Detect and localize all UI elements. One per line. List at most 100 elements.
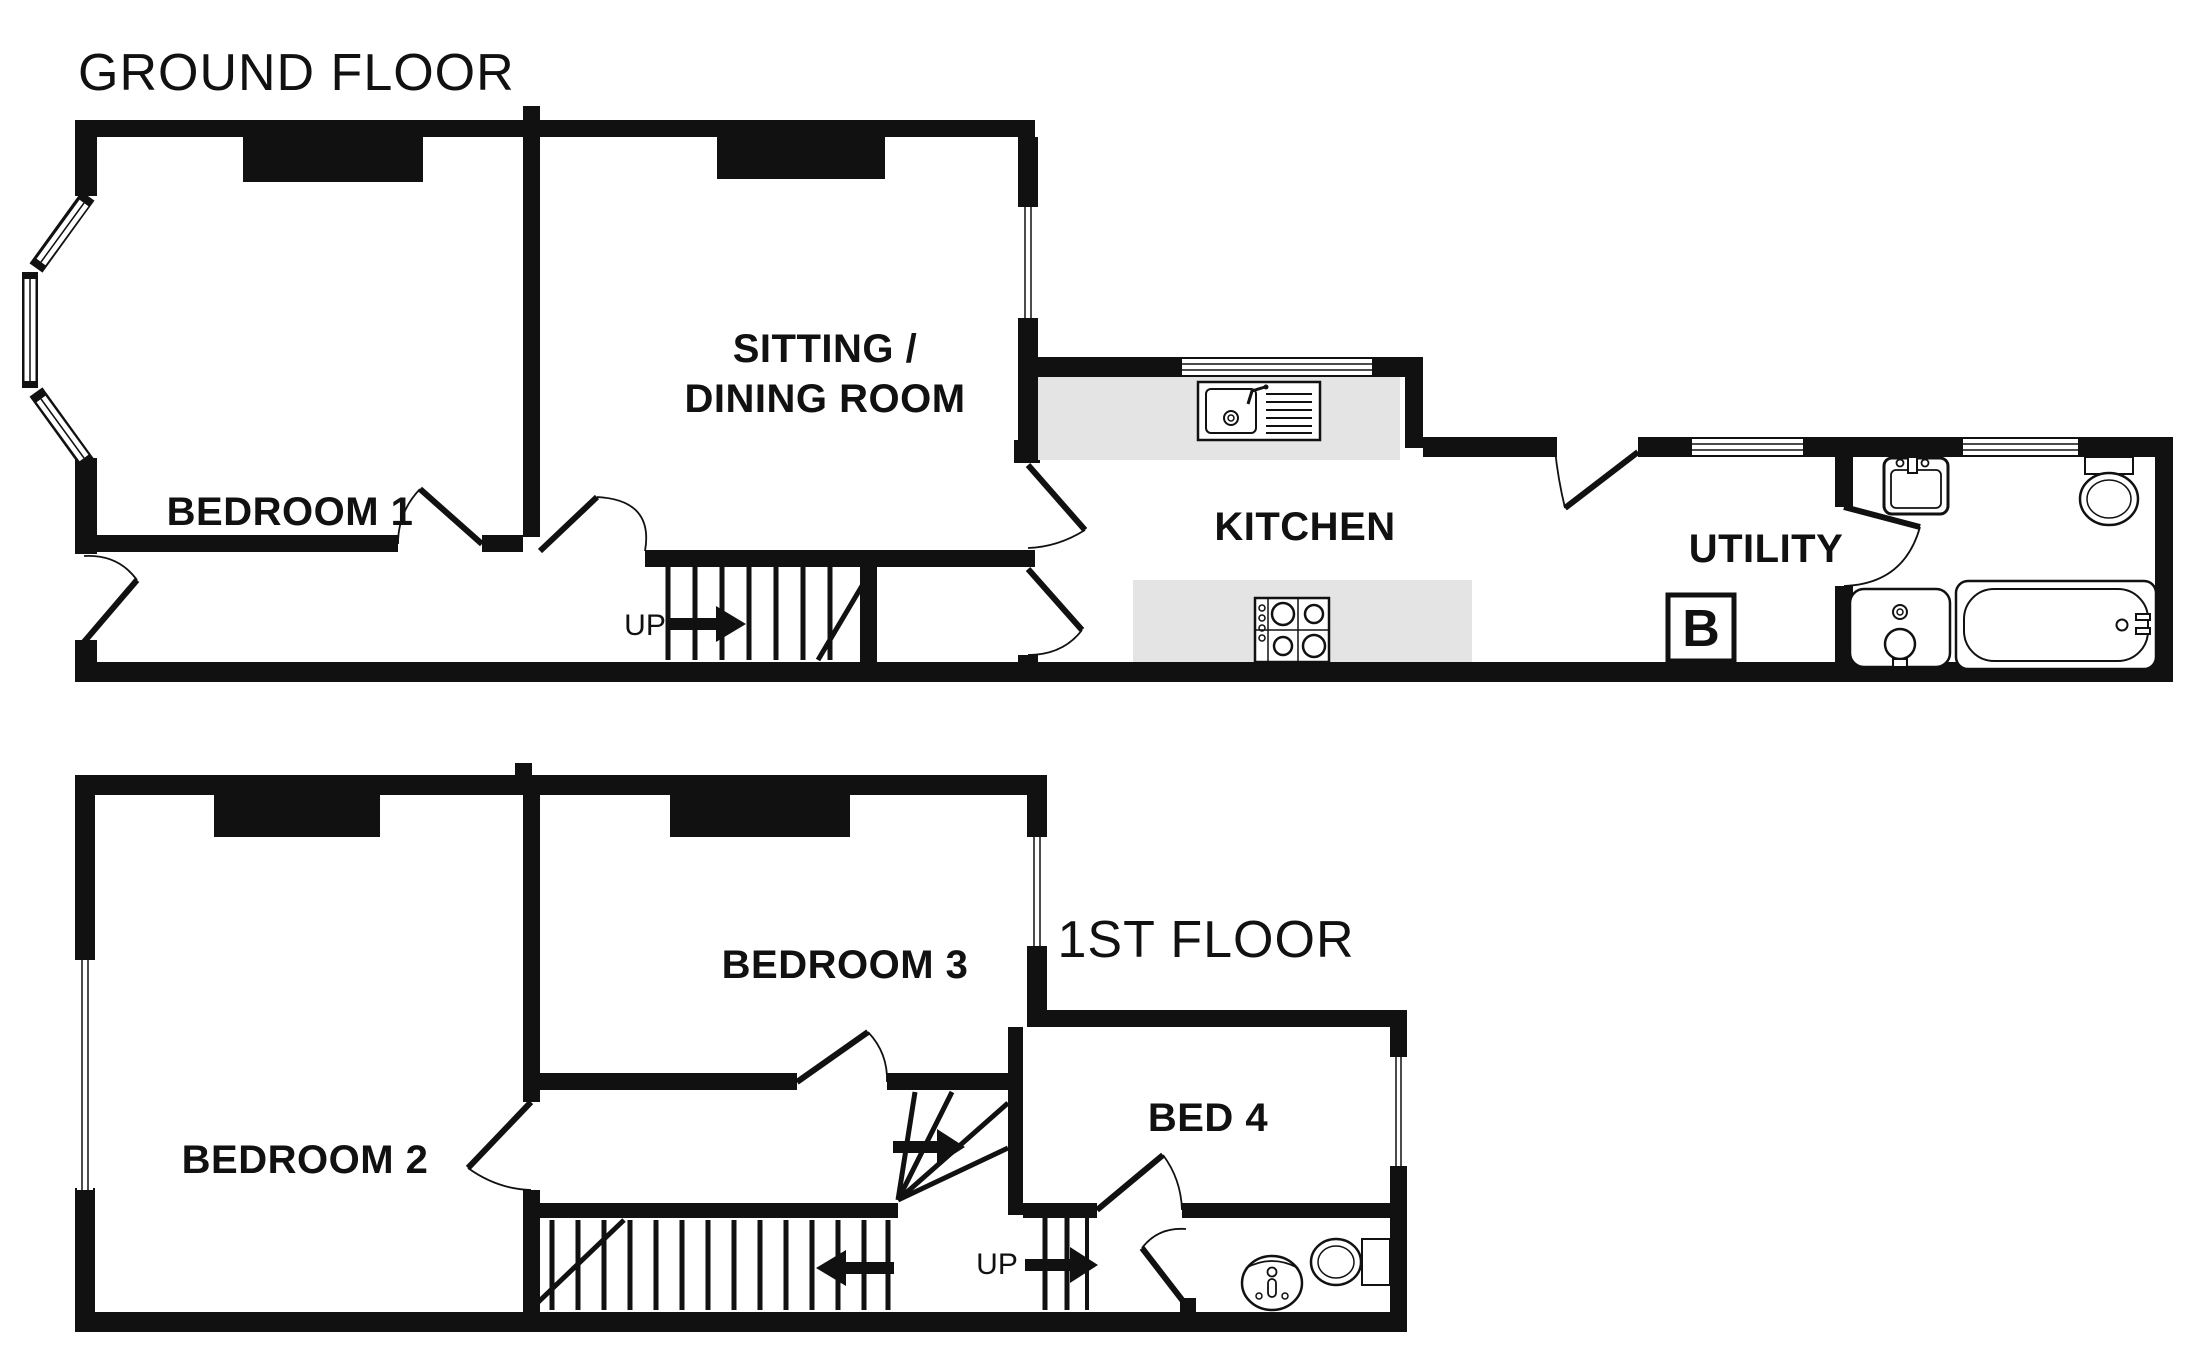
wall bbox=[1018, 137, 1038, 207]
bathroom-sink-icon bbox=[1882, 456, 1950, 516]
wall bbox=[860, 567, 877, 662]
sitting-room-door bbox=[537, 494, 648, 554]
front-door-jamb bbox=[75, 640, 97, 664]
kitchen-label: KITCHEN bbox=[1214, 505, 1395, 549]
bedroom2-label: BEDROOM 2 bbox=[182, 1138, 429, 1182]
down-arrow bbox=[816, 1250, 894, 1286]
wall bbox=[527, 1073, 797, 1090]
door-jamb bbox=[1018, 655, 1038, 682]
window-cap bbox=[1390, 1045, 1407, 1057]
stair-treads bbox=[665, 567, 875, 662]
winder-arrow bbox=[893, 1129, 965, 1165]
washbasin-icon bbox=[1848, 587, 1952, 669]
bathroom-window bbox=[1963, 439, 2078, 455]
hob-icon bbox=[1253, 596, 1331, 664]
front-door bbox=[81, 555, 140, 644]
sitting-dining-label-line2: DINING ROOM bbox=[684, 377, 965, 421]
wall bbox=[1405, 357, 1423, 448]
kitchen-door-from-hall bbox=[1025, 567, 1085, 656]
wall bbox=[1027, 775, 1047, 835]
window-cap bbox=[1027, 946, 1047, 958]
utility-window bbox=[1692, 439, 1803, 455]
wall bbox=[75, 458, 97, 554]
toilet-icon bbox=[2078, 456, 2140, 527]
window-cap bbox=[1390, 1166, 1407, 1178]
window-cap bbox=[75, 948, 95, 960]
bathtub-icon bbox=[1954, 579, 2158, 671]
first-floor-plan bbox=[75, 763, 1407, 1332]
wall bbox=[1023, 1203, 1097, 1218]
wall bbox=[75, 1312, 1407, 1332]
sitting-room-window bbox=[1020, 207, 1036, 318]
ground-windows bbox=[1020, 207, 2078, 455]
bed4-label: BED 4 bbox=[1148, 1096, 1269, 1140]
kitchen-door-from-sitting bbox=[1025, 463, 1088, 549]
boiler-icon bbox=[1665, 592, 1737, 664]
first-up-label: UP bbox=[976, 1248, 1018, 1281]
bedroom3-label: BEDROOM 3 bbox=[722, 943, 969, 987]
utility-door bbox=[1554, 449, 1640, 511]
first-walls bbox=[75, 763, 1407, 1332]
wall bbox=[75, 662, 2173, 682]
wall bbox=[1027, 1010, 1407, 1027]
wall bbox=[75, 775, 95, 960]
bathroom-door bbox=[1843, 504, 1921, 587]
wall bbox=[75, 1190, 95, 1332]
wc-washbasin-icon bbox=[1240, 1254, 1304, 1312]
wall bbox=[1423, 437, 1557, 457]
wall bbox=[75, 120, 1035, 137]
labels: GROUND FLOOR 1ST FLOOR BEDROOM 1 SITTING… bbox=[78, 44, 1843, 1281]
door-jamb bbox=[1014, 440, 1040, 463]
first-doors bbox=[465, 1029, 1189, 1307]
wall bbox=[2155, 437, 2173, 682]
ground-floor-title: GROUND FLOOR bbox=[78, 44, 515, 102]
ground-staircase bbox=[665, 567, 875, 662]
wall bbox=[1008, 1027, 1023, 1215]
stair-break-line bbox=[815, 567, 875, 662]
ground-up-label: UP bbox=[624, 609, 666, 642]
window-cap bbox=[1027, 825, 1047, 837]
up-arrow bbox=[1025, 1247, 1098, 1283]
wall bbox=[1390, 1168, 1407, 1332]
chimney-breast bbox=[243, 137, 423, 182]
bed4-window bbox=[1392, 1057, 1405, 1166]
sitting-dining-label-line1: SITTING / bbox=[733, 327, 918, 371]
wall-stub bbox=[515, 763, 532, 775]
wall bbox=[645, 550, 1035, 567]
wall-stub bbox=[523, 106, 540, 120]
wall-divider bbox=[523, 137, 540, 537]
first-windows bbox=[77, 837, 1405, 1190]
up-arrow bbox=[666, 606, 746, 642]
wall bbox=[1835, 586, 1853, 662]
first-floor-title: 1ST FLOOR bbox=[1057, 911, 1354, 969]
wall bbox=[92, 535, 398, 552]
bay-window bbox=[22, 191, 95, 469]
bedroom3-window bbox=[1029, 837, 1045, 946]
bedroom1-label: BEDROOM 1 bbox=[167, 490, 414, 534]
first-staircase bbox=[528, 1090, 1098, 1312]
wall bbox=[1835, 457, 1853, 507]
bedroom2-window bbox=[77, 960, 93, 1190]
ground-walls bbox=[75, 106, 2173, 682]
wall bbox=[1027, 948, 1047, 1012]
door-jamb bbox=[482, 535, 523, 552]
window-cap bbox=[75, 1188, 95, 1200]
wc-toilet-icon bbox=[1309, 1237, 1391, 1287]
bedroom3-door bbox=[795, 1029, 888, 1085]
chimney-breast bbox=[214, 795, 380, 837]
wall-divider bbox=[523, 795, 540, 1102]
stair-break-line bbox=[528, 1218, 626, 1312]
wall bbox=[75, 120, 97, 196]
kitchen-window bbox=[1182, 359, 1372, 375]
boiler-label: B bbox=[1682, 600, 1720, 658]
wall bbox=[1182, 1203, 1407, 1218]
ground-doors bbox=[81, 449, 1921, 656]
wall-divider bbox=[523, 1190, 540, 1312]
bedroom1-door bbox=[397, 486, 484, 547]
wall bbox=[75, 775, 1047, 795]
chimney-breast bbox=[717, 137, 885, 179]
wall bbox=[1018, 318, 1038, 463]
bedroom2-door bbox=[465, 1099, 534, 1191]
wall bbox=[527, 1203, 898, 1218]
